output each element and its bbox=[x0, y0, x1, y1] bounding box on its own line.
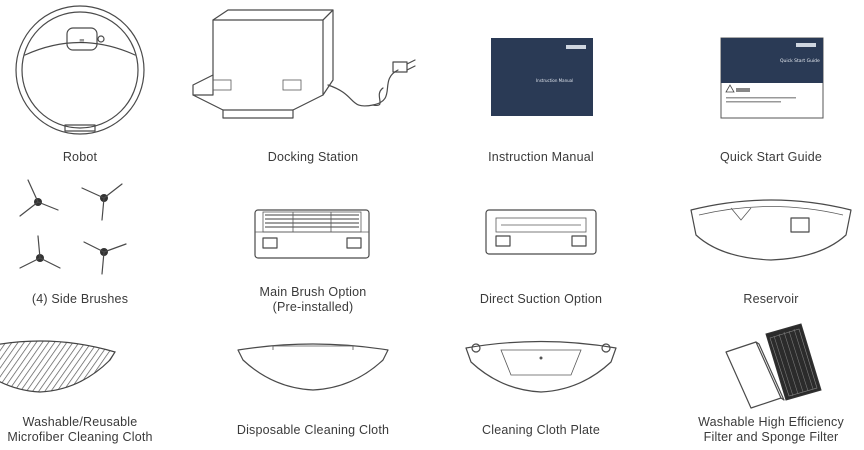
washable-cloth-sublabel: Microfiber Cleaning Cloth bbox=[7, 430, 153, 444]
robot-label: Robot bbox=[62, 150, 98, 164]
quick-start-guide-label: Quick Start Guide bbox=[719, 150, 823, 164]
robot-illustration: ≡ bbox=[15, 5, 145, 135]
direct-suction-illustration bbox=[485, 209, 597, 255]
main-brush-label: Main Brush Option bbox=[259, 285, 367, 299]
manual-cover-title: Instruction Manual bbox=[536, 78, 573, 83]
main-brush-illustration bbox=[254, 209, 370, 259]
instruction-manual-illustration: Instruction Manual bbox=[491, 38, 593, 116]
reservoir-illustration bbox=[690, 199, 852, 261]
filters-label: Washable High Efficiency bbox=[698, 415, 844, 429]
svg-text:≡: ≡ bbox=[79, 37, 85, 45]
side-brush-icon bbox=[81, 183, 123, 221]
side-brush-icon bbox=[83, 241, 127, 275]
disposable-cloth-illustration bbox=[237, 343, 389, 391]
disposable-cloth-label: Disposable Cleaning Cloth bbox=[236, 423, 390, 437]
quick-start-guide-illustration: Quick Start Guide bbox=[720, 37, 824, 119]
main-brush-sublabel: (Pre-installed) bbox=[272, 300, 354, 314]
washable-cloth-label: Washable/Reusable bbox=[22, 415, 138, 429]
quick-cover-title: Quick Start Guide bbox=[780, 58, 820, 64]
docking-station-label: Docking Station bbox=[267, 150, 359, 164]
side-brush-icon bbox=[19, 179, 59, 217]
side-brush-icon bbox=[19, 235, 61, 269]
side-brushes-label: (4) Side Brushes bbox=[31, 292, 129, 306]
washable-cloth-illustration bbox=[0, 340, 116, 393]
filters-sublabel: Filter and Sponge Filter bbox=[703, 430, 839, 444]
filters-illustration bbox=[725, 323, 822, 409]
direct-suction-label: Direct Suction Option bbox=[479, 292, 603, 306]
reservoir-label: Reservoir bbox=[743, 292, 799, 306]
side-brushes-illustration bbox=[19, 179, 127, 275]
cloth-plate-label: Cleaning Cloth Plate bbox=[482, 423, 600, 437]
instruction-manual-label: Instruction Manual bbox=[488, 150, 594, 164]
cloth-plate-illustration bbox=[465, 340, 617, 393]
docking-station-illustration bbox=[192, 9, 416, 119]
